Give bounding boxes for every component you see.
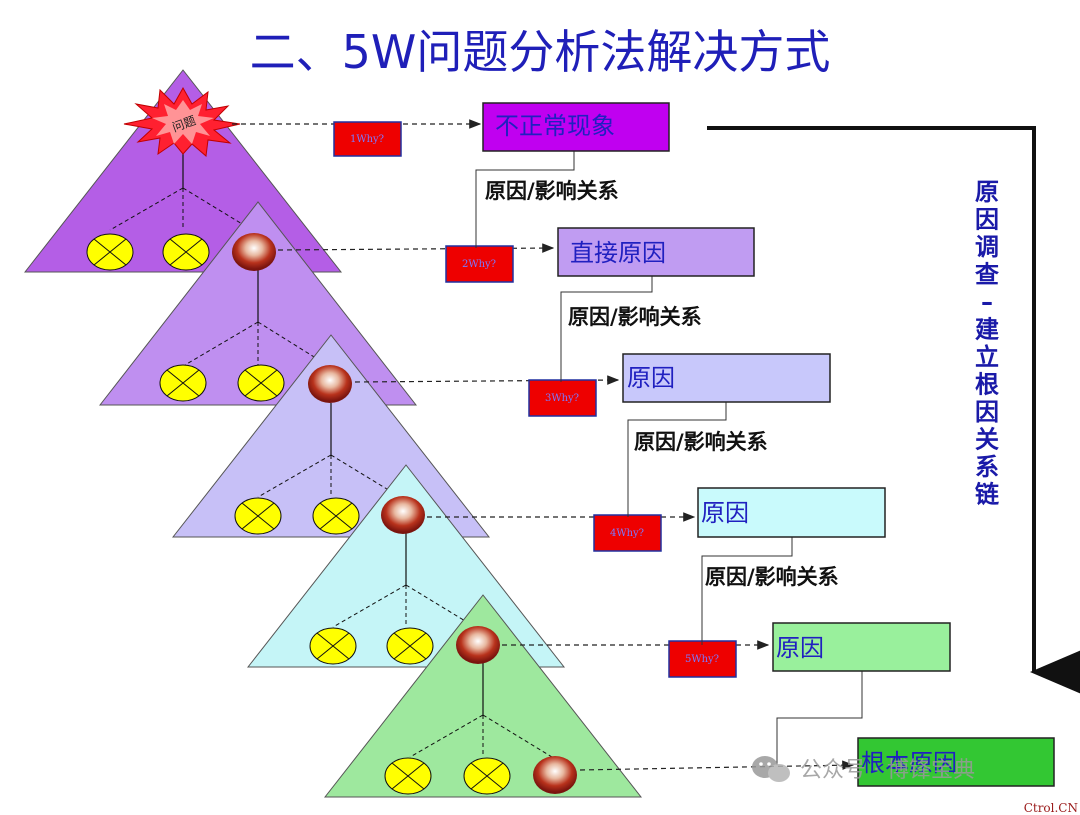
why-label-1: 1Why? <box>333 121 402 157</box>
watermark: 公众号 · 博锋宝典 <box>752 756 975 783</box>
why-label-5: 5Why? <box>668 640 737 678</box>
box-cause-3: 原因 <box>622 353 831 403</box>
side-label-char: 原 <box>975 178 999 206</box>
svg-text:根本原因: 根本原因 <box>861 749 957 777</box>
box-root-cause: 根本原因 <box>857 737 1055 787</box>
side-label-char: 调 <box>975 233 999 261</box>
relation-label-2: 原因/影响关系 <box>568 305 702 329</box>
svg-text:2Why?: 2Why? <box>462 259 496 270</box>
svg-text:公众号 · 博锋宝典: 公众号 · 博锋宝典 <box>800 758 975 783</box>
box-cause-5: 原因 <box>772 622 951 672</box>
sphere-icon <box>381 496 425 534</box>
side-label-char: 系 <box>975 453 999 481</box>
sphere-icon <box>533 756 577 794</box>
page-title: 二、5W问题分析法解决方式 <box>250 25 831 79</box>
relation-label-4: 原因/影响关系 <box>705 565 839 589</box>
svg-text:原因: 原因 <box>627 364 675 392</box>
side-label-char: 根 <box>975 371 999 399</box>
side-label-char: 因 <box>975 398 999 426</box>
side-label-char: – <box>981 288 993 316</box>
side-label-char: 关 <box>975 426 999 454</box>
why-label-3: 3Why? <box>528 379 597 417</box>
side-label-char: 查 <box>975 261 999 289</box>
relation-label-3: 原因/影响关系 <box>634 430 768 454</box>
side-label: 原因调查–建立根因关系链 <box>975 178 1000 509</box>
side-label-char: 因 <box>975 206 999 234</box>
side-label-char: 建 <box>975 316 999 344</box>
starburst-icon: 问题 <box>123 86 241 157</box>
svg-text:直接原因: 直接原因 <box>570 239 666 267</box>
relation-label-1: 原因/影响关系 <box>485 179 619 203</box>
svg-text:原因: 原因 <box>776 634 824 662</box>
source-mark: Ctrol.CN <box>1024 801 1078 815</box>
crossed-circle-icon <box>234 497 360 535</box>
svg-text:3Why?: 3Why? <box>545 393 579 404</box>
sphere-icon <box>308 365 352 403</box>
cause-chain-connectors <box>475 151 863 765</box>
why-label-4: 4Why? <box>593 514 662 552</box>
side-label-char: 链 <box>975 481 1000 509</box>
sphere-icon <box>456 626 500 664</box>
svg-text:原因调查–建立根因关系链: 原因调查–建立根因关系链 <box>975 178 1000 509</box>
svg-text:不正常现象: 不正常现象 <box>495 112 615 140</box>
why-label-2: 2Why? <box>445 245 514 283</box>
svg-text:原因: 原因 <box>701 499 749 527</box>
sphere-icon <box>232 233 276 271</box>
box-abnormal-phenomenon: 不正常现象 <box>482 102 670 152</box>
crossed-circle-icon <box>309 627 434 665</box>
svg-text:5Why?: 5Why? <box>685 654 719 665</box>
crossed-circle-icon <box>159 364 285 402</box>
crossed-circle-icon <box>86 233 210 271</box>
svg-text:4Why?: 4Why? <box>610 528 644 539</box>
box-direct-cause: 直接原因 <box>557 227 755 277</box>
wechat-icon <box>752 756 790 782</box>
box-cause-4: 原因 <box>697 487 886 538</box>
svg-text:1Why?: 1Why? <box>350 134 384 145</box>
side-label-char: 立 <box>975 343 999 371</box>
crossed-circle-icon <box>384 757 511 795</box>
root-cause-chain-arrow <box>707 126 1080 696</box>
level-5-triangle <box>323 594 643 798</box>
